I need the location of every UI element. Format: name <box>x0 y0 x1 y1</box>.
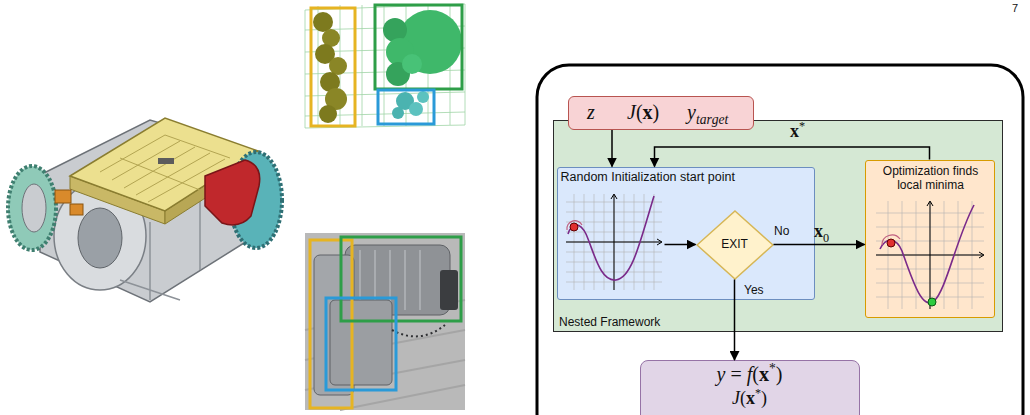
objective-curve <box>568 196 654 280</box>
edge-label: x* <box>790 121 805 143</box>
housing-bore-inner <box>78 208 122 268</box>
grid-box <box>305 4 465 128</box>
start-point-dot <box>570 223 578 231</box>
nested-band-text: Nested Framework <box>559 315 660 329</box>
bounding-box-green <box>375 5 462 89</box>
connector-part <box>55 190 71 203</box>
start-point-plot <box>564 192 664 292</box>
sphere <box>313 12 333 32</box>
wire-dots <box>392 325 445 336</box>
plot-axes <box>876 201 984 309</box>
output-box-text: y = f(x*) <box>641 362 858 386</box>
optimizer-box-text: Optimization finds local minima <box>870 164 992 193</box>
input-box-text: z <box>587 100 595 124</box>
red-cover <box>205 160 260 225</box>
lid-badge <box>158 158 174 164</box>
connector-part <box>70 204 83 215</box>
sphere <box>417 91 429 103</box>
inverter <box>330 300 392 385</box>
left-gear-ring <box>8 166 56 250</box>
input-box: z J(x) ytarget <box>568 96 754 130</box>
optimizer-box: Optimization finds local minima <box>865 160 995 318</box>
cad-drive-unit <box>8 118 282 302</box>
plot-axes <box>566 194 662 290</box>
bounding-box-yellow <box>310 240 352 408</box>
sphere-decomposition <box>305 4 465 128</box>
sphere <box>319 105 337 123</box>
objective-curve <box>880 205 974 303</box>
edge-label: x0 <box>814 221 829 243</box>
photo-ground <box>305 233 465 410</box>
local-minimum-plot <box>874 199 986 311</box>
sphere <box>392 107 404 119</box>
left-gear-hub <box>22 184 46 232</box>
plot-grid <box>566 194 662 290</box>
input-box-text: J(x) <box>627 100 659 124</box>
decision-diamond: EXIT <box>696 210 774 280</box>
output-box: y = f(x*)J(x*) <box>640 360 860 415</box>
branch-label: No <box>774 224 789 238</box>
plot-grid <box>876 201 984 309</box>
plug <box>440 270 458 310</box>
sphere <box>409 102 423 116</box>
sphere <box>383 18 407 42</box>
minimum-dot <box>928 298 936 306</box>
diamond-shape <box>697 211 773 279</box>
outer-frame <box>537 65 1023 415</box>
start-point-dot <box>887 239 895 247</box>
init-box-text: Random Initialization start point <box>561 170 735 185</box>
bounding-box-blue <box>378 90 434 124</box>
branch-label: Yes <box>744 283 764 297</box>
bounding-box-blue <box>326 298 396 390</box>
sphere <box>402 54 422 74</box>
photo <box>305 233 465 410</box>
decision-diamond-text: EXIT <box>696 237 774 251</box>
bounding-box-yellow <box>311 8 355 126</box>
bounding-box-green <box>341 237 461 321</box>
page-number: 7 <box>1012 2 1018 15</box>
input-box-text: ytarget <box>687 100 728 124</box>
output-box-text: J(x*) <box>641 388 858 410</box>
start-arc <box>566 220 581 229</box>
